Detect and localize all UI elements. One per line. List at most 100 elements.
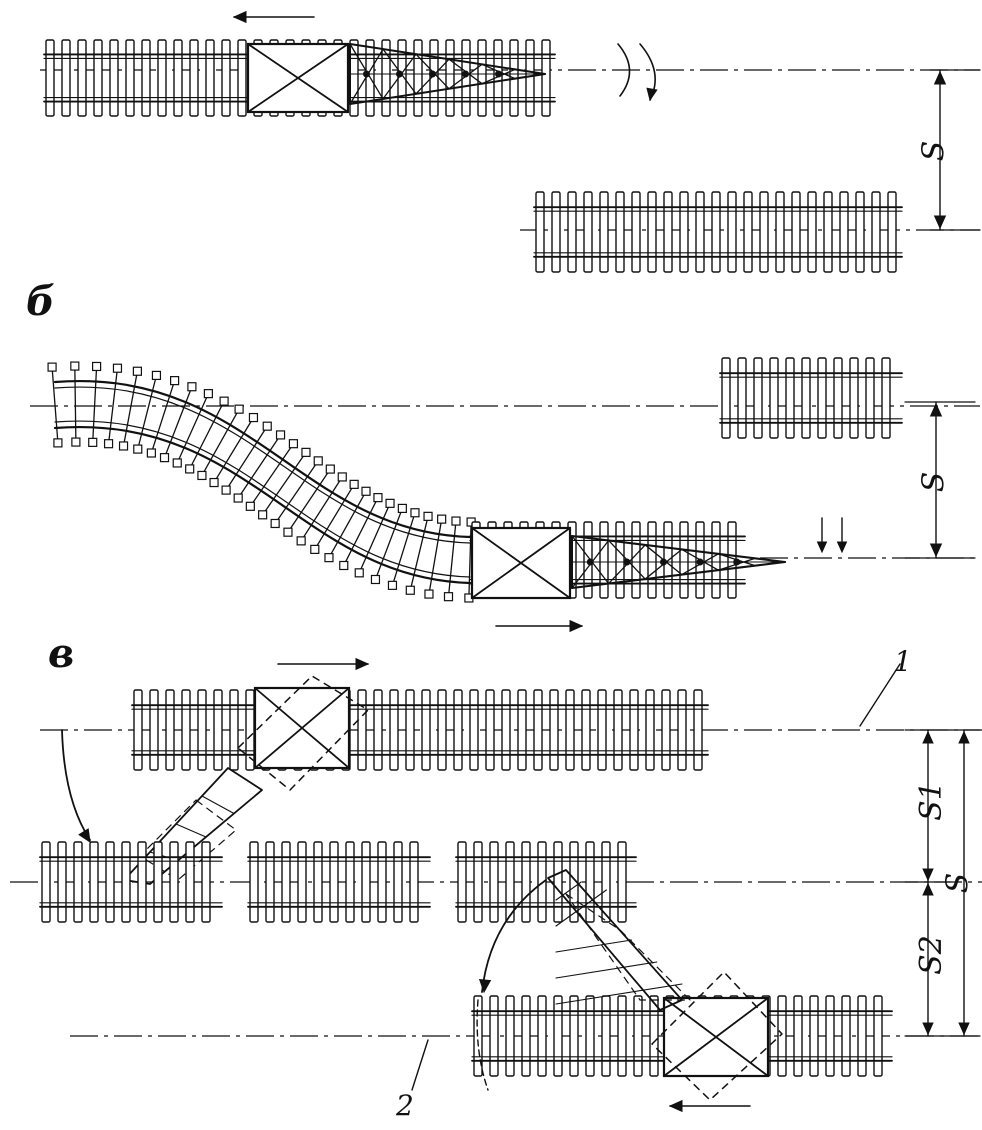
sleeper-end — [88, 437, 98, 447]
sleeper — [807, 191, 817, 273]
sleeper — [505, 995, 515, 1077]
sleeper — [615, 521, 625, 599]
sleeper — [549, 689, 559, 771]
arrowhead — [922, 1022, 934, 1036]
sleeper-end — [337, 472, 347, 482]
arrowhead — [668, 1099, 683, 1113]
sleeper — [361, 841, 371, 923]
sleeper-end — [203, 389, 213, 399]
sleeper — [887, 191, 897, 273]
sleeper — [769, 357, 779, 439]
track-a-new — [533, 191, 903, 273]
sleeper-end — [92, 361, 102, 372]
sleeper-end — [172, 458, 182, 468]
sleeper — [801, 357, 811, 439]
sleeper — [373, 689, 383, 771]
sleeper — [421, 689, 431, 771]
sleeper — [569, 841, 579, 923]
stroke — [164, 387, 192, 457]
sleeper — [721, 357, 731, 439]
panel-label-b: б — [26, 278, 55, 325]
sleeper-end — [283, 527, 293, 537]
sleeper — [457, 841, 467, 923]
sleeper — [793, 995, 803, 1077]
sleeper — [249, 841, 259, 923]
sleeper-end — [221, 485, 231, 495]
sleeper-end — [296, 536, 306, 546]
sleeper — [93, 39, 103, 117]
sleeper — [125, 39, 135, 117]
track-c-mid-2 — [247, 841, 431, 923]
stroke — [288, 470, 330, 532]
arc — [476, 999, 489, 1091]
sleeper-end — [258, 510, 268, 520]
sleeper — [777, 995, 787, 1077]
sleeper — [281, 841, 291, 923]
sleeper — [201, 841, 211, 923]
stroke — [137, 376, 157, 448]
dimension-label-s2: S2 — [913, 935, 949, 975]
lowering-arrows-b — [816, 517, 848, 554]
sleeper — [537, 995, 547, 1077]
arrowhead — [836, 541, 848, 554]
direction-arrow-c-top — [277, 657, 370, 671]
arrowhead — [933, 70, 947, 85]
sleeper-end — [288, 439, 299, 449]
sleeper-end — [405, 585, 415, 595]
sleeper-end — [245, 501, 255, 511]
sleeper — [189, 39, 199, 117]
direction-arrow-c-bottom — [668, 1099, 751, 1113]
direction-arrow-b — [495, 619, 584, 633]
sleeper — [871, 191, 881, 273]
sleeper-end — [118, 441, 129, 451]
stroke — [571, 561, 786, 589]
sleeper — [833, 357, 843, 439]
arc — [617, 43, 631, 97]
sleeper — [553, 995, 563, 1077]
dimension-s1-s2 — [904, 729, 951, 1037]
stroke — [51, 368, 59, 442]
dimension-label-s-middle: S — [916, 471, 952, 493]
sleeper — [137, 841, 147, 923]
sleeper — [695, 191, 705, 273]
stroke — [471, 527, 571, 599]
sleeper — [601, 995, 611, 1077]
arrowhead — [78, 828, 91, 844]
stroke — [555, 961, 658, 979]
direction-arrow-a — [232, 10, 315, 24]
callout-leader-2 — [411, 1039, 429, 1091]
sleeper — [313, 841, 323, 923]
sleeper — [45, 39, 55, 117]
sleeper — [599, 521, 609, 599]
arc — [61, 729, 91, 841]
stroke — [555, 889, 607, 927]
stroke — [555, 983, 683, 1005]
sleeper-end — [275, 430, 286, 440]
sleeper — [711, 191, 721, 273]
leader — [859, 663, 901, 727]
sleeper — [677, 689, 687, 771]
stroke — [151, 381, 175, 452]
sleeper — [141, 39, 151, 117]
sleeper — [823, 191, 833, 273]
sleeper — [381, 39, 391, 117]
sleeper — [165, 689, 175, 771]
track-b-existing — [719, 357, 903, 439]
sleeper-end — [437, 514, 447, 524]
sleeper-end — [361, 486, 371, 496]
sleeper — [237, 39, 247, 117]
arrowhead — [232, 10, 247, 24]
arc — [481, 879, 547, 993]
sleeper — [711, 521, 721, 599]
stroke — [359, 504, 390, 572]
sleeper — [663, 191, 673, 273]
rail — [53, 425, 472, 585]
dimension-label-s-top: S — [916, 140, 952, 162]
sleeper — [389, 689, 399, 771]
sleeper — [413, 39, 423, 117]
sleeper — [149, 689, 159, 771]
sleeper-end — [146, 448, 156, 458]
sleeper-end — [103, 439, 114, 449]
sleeper-end — [209, 477, 219, 488]
sleeper — [229, 689, 239, 771]
